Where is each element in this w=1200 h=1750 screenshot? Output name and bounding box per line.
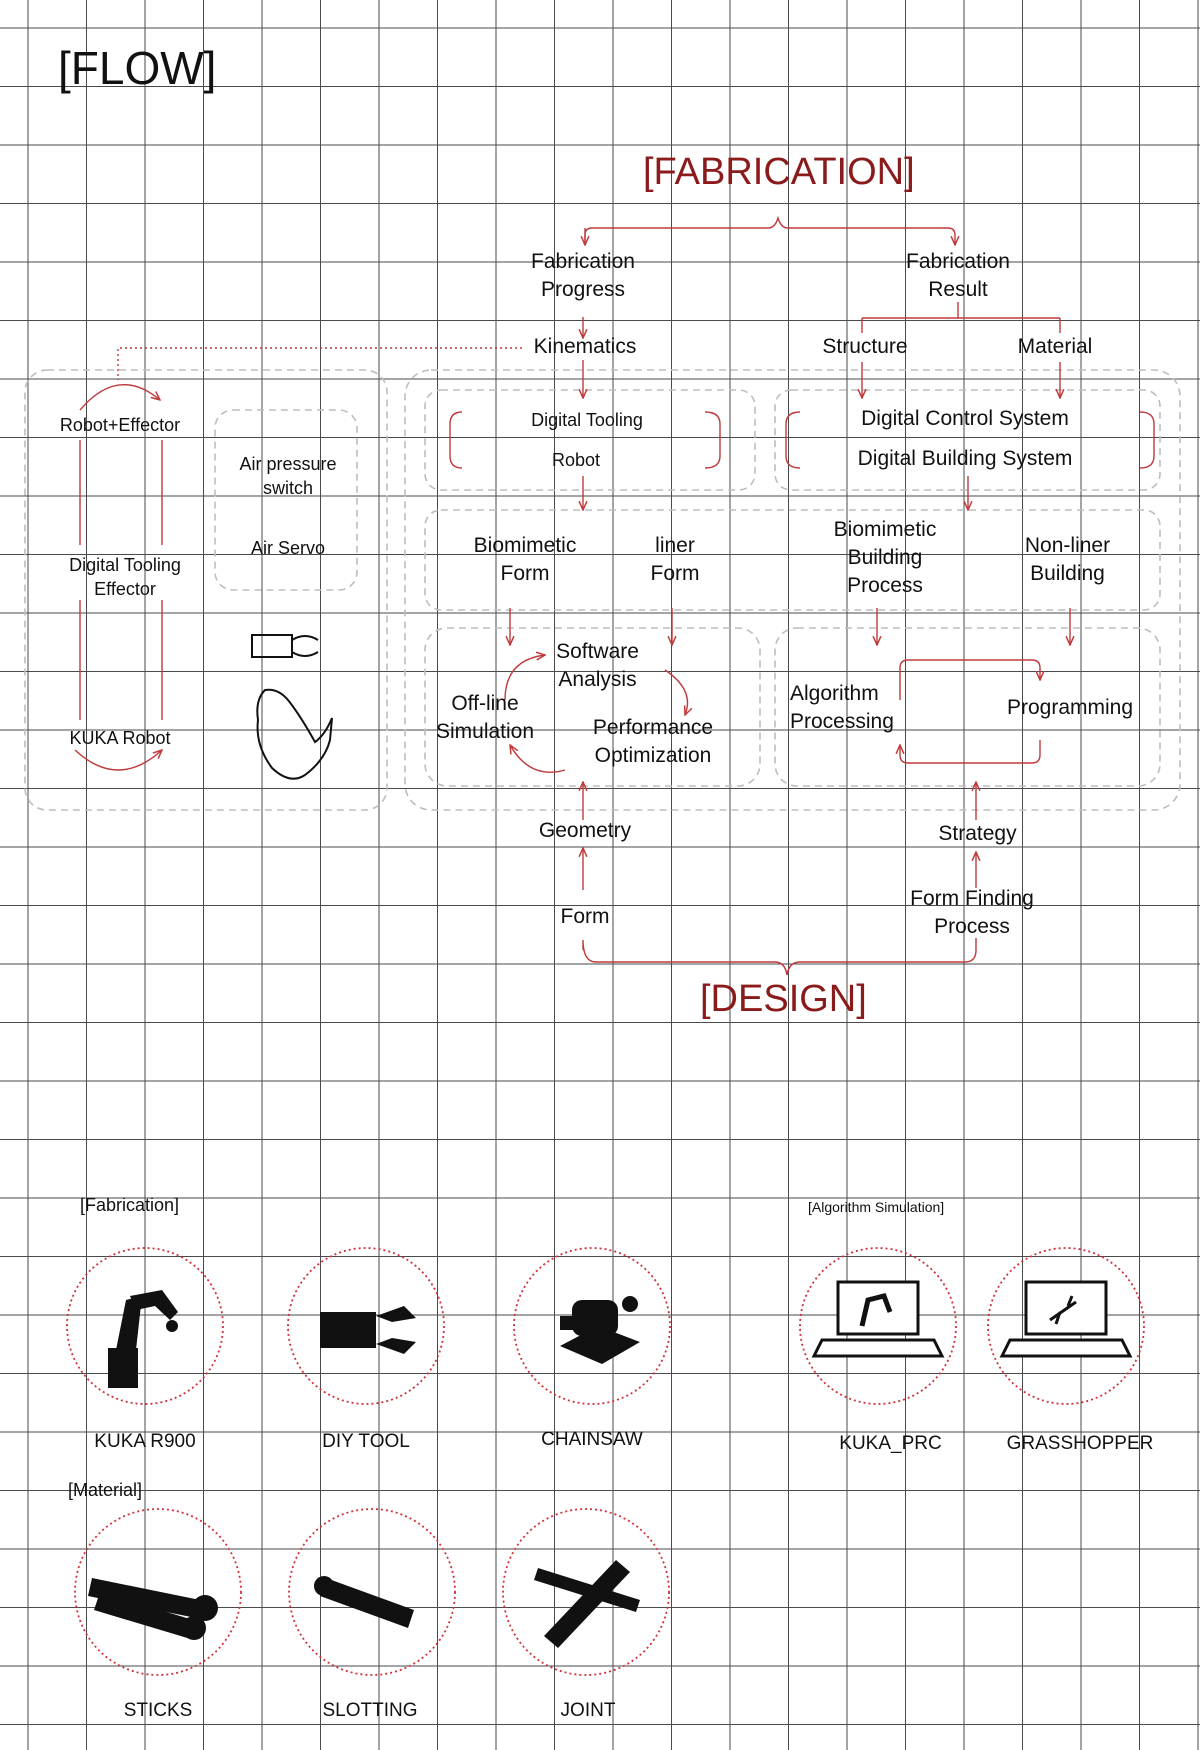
material-tools-label: [Material] (68, 1480, 143, 1500)
forms-box (424, 509, 1161, 611)
diy-tool-circle (287, 1247, 445, 1405)
biomimetic-building-process-label: Biomimetic Building Process (833, 518, 937, 597)
tooling-right-bracket (704, 411, 721, 469)
cycle-top-left (504, 655, 545, 701)
slotting-pictogram (314, 1576, 414, 1628)
diy-tool-label: DIY TOOL (322, 1431, 410, 1452)
form-finding-process-label: Form Finding Process (910, 887, 1034, 938)
form-label: Form (560, 905, 610, 928)
robot-bottom-arc (74, 750, 162, 771)
software-analysis-label: Software Analysis (556, 640, 639, 691)
tooling-left-bracket (449, 411, 463, 469)
grasshopper-pictogram (999, 1280, 1133, 1358)
fabrication-brace (584, 215, 955, 245)
programming-label: Programming (1006, 696, 1134, 719)
chainsaw-pictogram (560, 1296, 640, 1364)
kuka-r900-pictogram (108, 1290, 178, 1388)
algorithm-loop-bottom (900, 740, 1041, 764)
strategy-label: Strategy (938, 822, 1017, 845)
fabrication-progress-label: Fabrication Progress (531, 250, 635, 301)
algorithm-box (774, 627, 1161, 787)
liner-form-label: liner Form (650, 534, 700, 585)
tooling-robot-box (424, 389, 756, 491)
chainsaw-label: CHAINSAW (541, 1429, 643, 1450)
air-servo-label: Air Servo (250, 538, 326, 558)
digital-building-system-label: Digital Building System (857, 447, 1073, 470)
cycle-bottom (510, 745, 566, 773)
air-pressure-switch-label: Air pressure switch (239, 454, 337, 498)
grasshopper-label: GRASSHOPPER (1006, 1433, 1154, 1454)
kuka-prc-circle (799, 1247, 957, 1405)
fabrication-group-box (404, 369, 1181, 811)
algorithm-loop-top (899, 659, 1040, 700)
chainsaw-circle (513, 1247, 671, 1405)
cycle-top-right (664, 669, 688, 715)
page-title: [FLOW] (58, 42, 217, 94)
digital-control-system-label: Digital Control System (861, 407, 1069, 430)
digital-tooling-label: Digital Tooling (531, 410, 643, 430)
sticks-circle (74, 1508, 242, 1676)
sticks-label: STICKS (123, 1700, 193, 1721)
result-split (861, 302, 1061, 333)
air-group-box (214, 409, 358, 591)
digital-tooling-effector-label: Digital Tooling Effector (69, 555, 181, 599)
joint-pictogram (534, 1560, 640, 1648)
robot-effector-label: Robot+Effector (59, 415, 181, 435)
kuka-prc-pictogram (811, 1280, 945, 1358)
left-group-box (24, 369, 388, 811)
slotting-circle (288, 1508, 456, 1676)
kuka-prc-label: KUKA_PRC (839, 1433, 942, 1454)
algorithm-simulation-label: [Algorithm Simulation] (808, 1199, 945, 1215)
performance-optimization-label: Performance Optimization (592, 716, 714, 767)
robot-top-arc (79, 384, 160, 411)
kuka-r900-circle (66, 1247, 224, 1405)
offline-simulation-label: Off-line Simulation (435, 692, 535, 743)
design-heading: [DESIGN] (700, 978, 867, 1020)
fabrication-result-label: Fabrication Result (906, 250, 1010, 301)
diy-tool-pictogram (320, 1306, 416, 1354)
control-building-box (774, 389, 1161, 491)
kinematics-label: Kinematics (533, 335, 637, 358)
robot-outline-icon (256, 688, 333, 780)
kuka-robot-label: KUKA Robot (69, 728, 171, 748)
kuka-r900-label: KUKA R900 (94, 1431, 196, 1452)
robot-label: Robot (551, 450, 601, 470)
material-label: Material (1017, 335, 1093, 358)
non-liner-building-label: Non-liner Building (1024, 534, 1111, 585)
joint-label: JOINT (560, 1700, 616, 1721)
structure-label: Structure (822, 335, 908, 358)
software-box (424, 627, 761, 787)
joint-circle (502, 1508, 670, 1676)
gripper-small-icon (251, 634, 319, 658)
control-right-bracket (1139, 411, 1155, 469)
fabrication-heading: [FABRICATION] (643, 151, 915, 193)
grasshopper-circle (987, 1247, 1145, 1405)
fabrication-tools-label: [Fabrication] (80, 1195, 180, 1215)
geometry-label: Geometry (538, 819, 632, 842)
design-brace (582, 938, 977, 976)
slotting-label: SLOTTING (322, 1700, 418, 1721)
kinematics-left-link (117, 347, 522, 380)
sticks-pictogram (88, 1578, 218, 1640)
algorithm-processing-label: Algorithm Processing (790, 682, 894, 733)
control-left-bracket (785, 411, 801, 469)
biomimetic-form-label: Biomimetic Form (473, 534, 577, 585)
